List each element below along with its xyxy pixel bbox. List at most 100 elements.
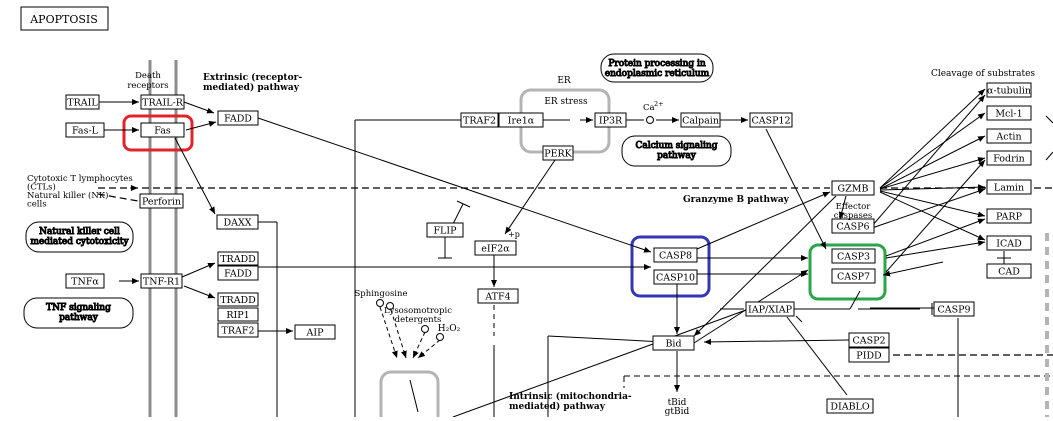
gene-node-aip[interactable]: AIP (294, 324, 336, 340)
sphingosine-circle (376, 299, 384, 307)
gene-label: CASP12 (751, 116, 790, 127)
gene-node-fadd2[interactable]: FADD (217, 265, 259, 281)
label-p: +p (508, 230, 520, 239)
label-ca-superscript: 2+ (654, 100, 664, 108)
label-ctl: cells (27, 200, 47, 210)
gene-node-traf2[interactable]: TRAF2 (460, 112, 499, 128)
gene-node-casp10[interactable]: CASP10 (653, 269, 698, 285)
gene-node-atf4[interactable]: ATF4 (477, 288, 519, 304)
label-effector: caspases (834, 211, 872, 221)
gene-node-tradd2[interactable]: TRADD (217, 292, 259, 307)
gene-node-tradd1[interactable]: TRADD (217, 251, 259, 266)
pathway-link-label: endoplasmic reticulum (605, 69, 710, 79)
label-death-receptors: receptors (127, 81, 168, 91)
pathway-edges (99, 88, 1053, 418)
cell-membrane (148, 60, 178, 417)
gene-node-icad[interactable]: ICAD (986, 235, 1032, 251)
gene-node-fasl[interactable]: Fas-L (65, 122, 105, 138)
gene-node-pidd[interactable]: PIDD (848, 347, 890, 363)
gene-label: CASP8 (659, 251, 692, 262)
gene-node-casp2[interactable]: CASP2 (848, 332, 890, 348)
gene-label: TRAIL-R (142, 98, 184, 109)
label-h2o2: H₂O₂ (438, 324, 461, 334)
gene-label: Fodrin (993, 154, 1025, 165)
gene-node-tnfr1[interactable]: TNF-R1 (140, 273, 183, 289)
gene-node-actin[interactable]: Actin (986, 128, 1032, 144)
gene-label: DAXX (223, 218, 251, 229)
gene-node-gzmb[interactable]: GZMB (831, 180, 875, 196)
gene-label: CASP9 (937, 305, 970, 316)
pathway-link-label: Calcium signaling (636, 141, 718, 151)
gene-node-eif2a[interactable]: eIF2α (474, 240, 517, 256)
gene-node-casp6[interactable]: CASP6 (831, 218, 875, 234)
gene-node-daxx[interactable]: DAXX (216, 214, 259, 230)
gene-node-mcl1[interactable]: Mcl-1 (986, 105, 1032, 121)
gene-label: Fas (154, 126, 171, 137)
gene-node-cad[interactable]: CAD (986, 263, 1032, 279)
gene-node-casp8[interactable]: CASP8 (653, 247, 698, 263)
fas-highlight (122, 114, 194, 152)
circle (421, 325, 429, 333)
title-box: APOPTOSIS (20, 6, 109, 31)
gene-label: Actin (995, 132, 1021, 143)
label-tbid: gtBid (665, 407, 690, 417)
gene-node-trail-r[interactable]: TRAIL-R (140, 94, 185, 110)
pathway-link-label: pathway (59, 313, 99, 323)
gene-node-trail[interactable]: TRAIL (65, 94, 100, 110)
gene-label: IP3R (599, 116, 623, 127)
gene-node-tubulin[interactable]: α-tubulin (986, 82, 1032, 98)
gene-node-fas[interactable]: Fas (140, 122, 185, 138)
gene-node-ire1[interactable]: Ire1α (498, 112, 544, 128)
gene-label: CASP7 (837, 272, 870, 283)
gene-node-parp[interactable]: PARP (986, 208, 1032, 224)
gene-label: FADD (224, 269, 252, 280)
pathway-link-label: Protein processing in (608, 59, 706, 69)
label-intrinsic: mediated) pathway (509, 401, 606, 412)
gene-node-lamin[interactable]: Lamin (986, 179, 1032, 195)
gene-node-fodrin[interactable]: Fodrin (986, 150, 1032, 166)
gene-node-diablo[interactable]: DIABLO (826, 398, 874, 414)
label-cleavage: Cleavage of substrates (931, 69, 1035, 79)
gene-label: PARP (996, 212, 1023, 223)
gene-node-calpain[interactable]: Calpain (680, 112, 721, 128)
gene-label: CAD (998, 267, 1020, 278)
gene-node-perk[interactable]: PERK (542, 145, 574, 161)
gene-label: Bid (665, 339, 681, 350)
gene-node-casp7[interactable]: CASP7 (831, 268, 876, 284)
lysosomotropic-circle (386, 302, 394, 310)
gene-node-iap[interactable]: IAP/XIAP (745, 301, 795, 317)
gene-label: Ire1α (508, 116, 535, 127)
gene-node-ip3r[interactable]: IP3R (594, 112, 627, 128)
gene-node-perforin[interactable]: Perforin (139, 193, 184, 209)
gene-label: Lamin (994, 183, 1024, 194)
gene-node-flip[interactable]: FLIP (426, 222, 464, 238)
gene-label: TRAIL (67, 98, 98, 109)
gene-node-casp12[interactable]: CASP12 (749, 112, 793, 128)
gene-label: TRAF2 (463, 116, 496, 127)
label-ca: Ca (643, 103, 655, 113)
label-er: ER (557, 76, 571, 86)
gene-label: IAP/XIAP (748, 305, 793, 316)
gene-node-casp9[interactable]: CASP9 (933, 301, 975, 317)
gene-node-casp3[interactable]: CASP3 (831, 248, 876, 264)
gene-node-fadd1[interactable]: FADD (217, 110, 259, 126)
gene-node-bid[interactable]: Bid (652, 335, 695, 351)
label-granzyme: Granzyme B pathway (683, 195, 790, 205)
label-intrinsic: Intrinsic (mitochondria- (509, 391, 632, 402)
label-tbid: tBid (668, 398, 687, 408)
gene-label: RIP1 (226, 310, 249, 321)
gene-node-rip1[interactable]: RIP1 (217, 307, 259, 322)
pathway-link-label: mediated cytotoxicity (30, 237, 129, 247)
gene-node-tnfa[interactable]: TNFα (65, 273, 105, 289)
gene-node-traf2b[interactable]: TRAF2 (217, 322, 259, 338)
gene-label: TRADD (220, 254, 256, 265)
label-ctl: Natural killer (NK) (27, 190, 108, 201)
gene-label: AIP (305, 328, 324, 339)
gene-label: Calpain (682, 116, 719, 127)
